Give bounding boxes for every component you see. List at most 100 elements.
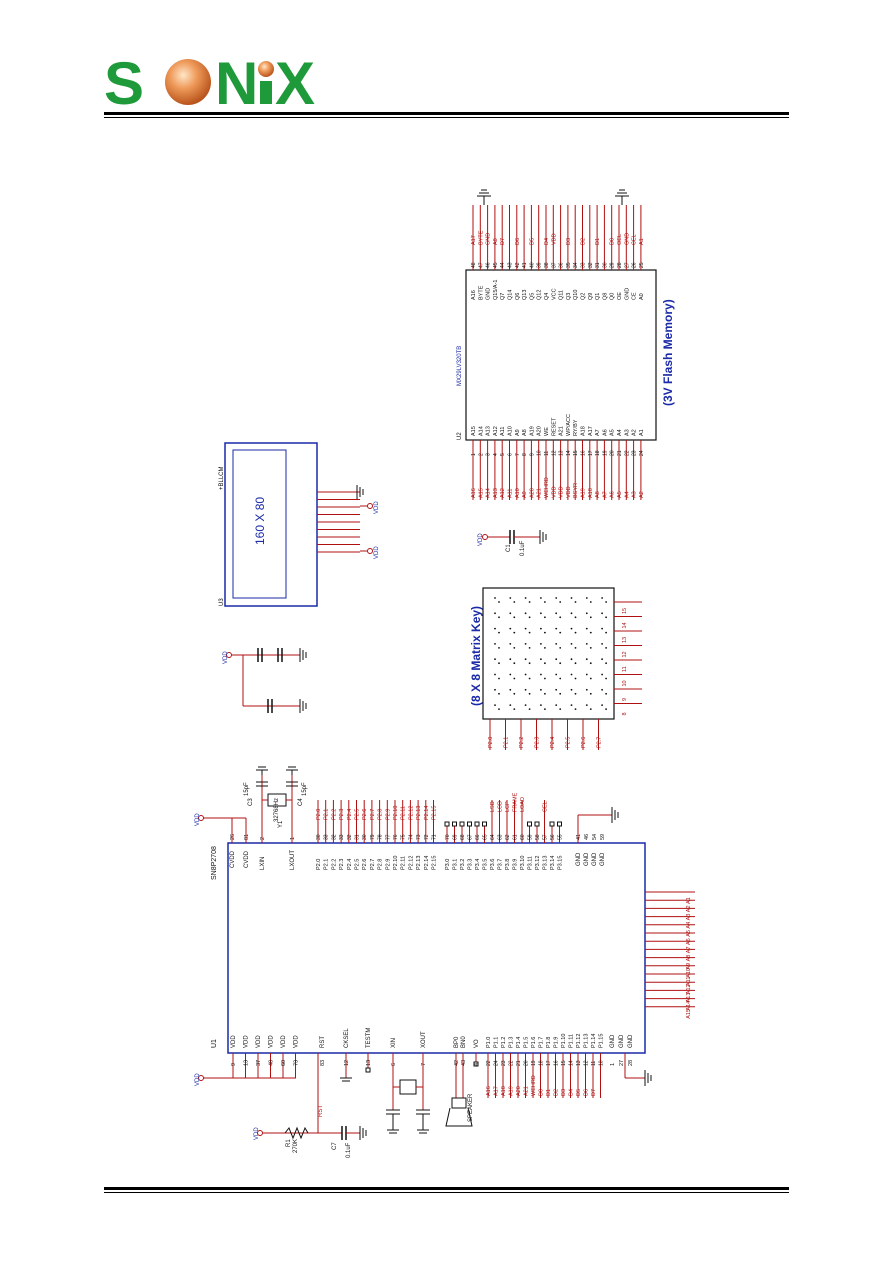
mcu-p2-name: P2.10 [393,856,399,870]
mcu-p3-net: LOAD [520,797,526,812]
flash-pin-net: A10 [515,488,521,498]
key-contact [585,643,588,645]
lcd-pins [317,491,367,553]
mcu-body [227,842,646,1054]
key-contact [601,704,603,706]
key-contact [559,631,562,634]
key-contact [528,601,531,603]
flash-pin-name: WE [544,427,550,436]
mcu-p1-pin-num: 22 [509,1060,515,1066]
mcu-p3-net: LCD [498,801,504,812]
mcu-p1-net: D5 [576,1089,582,1096]
key-contact [544,616,546,619]
lcd-backlight-label: +BLLCM [219,466,225,490]
logo-i-dot [258,61,274,77]
mcu-p2-num: 32 [331,834,337,840]
flash-pin-net: A14 [486,488,492,498]
flash-pin-num: 1 [471,453,477,456]
key-contact [559,708,562,710]
mcu-pin-name: CKSEL [344,1028,350,1048]
y1-freq: 32768Hz [274,798,280,822]
key-contact [555,704,558,706]
key-contact [498,601,500,603]
speaker-icon [445,1097,473,1127]
flash-pin-name: WP/ACC [566,414,572,436]
mcu-pin-num: 73 [294,1060,300,1066]
lcd-screen [232,449,287,599]
flash-pin-name: A16 [471,290,477,300]
mcu-ref: U1 [211,1039,218,1048]
mcu-p2-net: P2.9 [385,809,391,820]
mcu-p3-name: P3.14 [550,856,556,870]
key-contact [585,704,588,706]
mcu-p3-name: P3.1 [453,859,459,870]
mcu-p3-name: P3.12 [535,856,541,870]
mcu-p3-num: 56 [550,834,556,840]
flash-pin-net: A20 [529,488,535,498]
key-contact [498,692,500,695]
flash-pin-net: A8 [595,491,601,498]
mcu-pin-name: TESTM [366,1028,372,1048]
key-contact [555,627,558,630]
key-contact [555,673,558,676]
mcu-p3-name: P3.8 [505,859,511,870]
mcu-gnd-name: GND [628,1034,634,1048]
key-contact [605,647,607,649]
flash-pin-num: 12 [551,450,557,456]
key-contact [498,708,500,710]
key-contact [524,597,527,599]
key-contact [540,673,542,676]
mcu-p1-pin-num: 14 [569,1060,575,1066]
mcu-p1-pin-num: 13 [576,1060,582,1066]
mcu-p2-net: P2.14 [424,806,430,820]
flash-pin-net: D4 [544,238,550,245]
key-contact [589,601,592,603]
flash-pin-name: GND [624,288,630,300]
key-contact [494,612,496,615]
flash-pin-name: Q11 [559,290,565,300]
header-rule-thin [104,117,789,118]
key-contact [498,677,500,680]
key-contact [544,708,546,710]
mcu-p2-num: 33 [324,834,330,840]
mcu-p3-name: P3.6 [490,859,496,870]
mcu-p1-pin-name: P1.3 [509,1037,515,1048]
mcu-p2-net: P2.7 [370,809,376,820]
key-contact [585,597,588,599]
flash-pin-name: Q15/A-1 [493,280,499,300]
mcu-p2-name: P2.14 [424,856,430,870]
flash-pin-num: 4 [493,453,499,456]
mcu-p2-net: P2.5 [355,809,361,820]
flash-pin-net: D2 [581,238,587,245]
c3-ref: C3 [248,798,254,806]
flash-pin-net: A5 [617,491,623,498]
mcu-p1-pin-name: P1.6 [531,1037,537,1048]
key-contact [601,688,603,691]
mcu-right-bus: A1A2A3A4A5A6A7A8A9A10A11A12A13A14A15 [645,891,695,1019]
mcu-p1-pin-name: P1.5 [524,1037,530,1048]
mcu-p3-name: P3.9 [513,859,519,870]
lcd-ref: U3 [219,598,225,606]
key-contact [555,658,558,661]
key-contact [494,658,496,661]
key-contact [540,643,542,645]
mcu-pin-num: 42 [454,1060,460,1066]
flash-pin-net: A11 [508,489,514,498]
flash-pin-name: A7 [595,429,601,436]
r1-ref: R1 [286,1139,292,1147]
flash-pin-net: A1 [639,238,645,245]
flash-pin-net: D3 [566,238,572,245]
mcu-p2-name: P2.7 [370,859,376,870]
flash-pin-net: A13 [493,488,499,498]
mcu-p2-name: P2.5 [355,859,361,870]
flash-pin-net: VDD [551,486,557,498]
flash-pin-num: 33 [581,262,587,268]
flash-pin-net: D0 [610,238,616,245]
flash-pin-net: A6 [610,491,616,498]
flash-pin-num: 11 [544,451,550,456]
key-contact [574,677,577,680]
mcu-p3-name: P3.11 [528,856,534,870]
key-contact [513,647,516,649]
key-contact [585,658,588,661]
